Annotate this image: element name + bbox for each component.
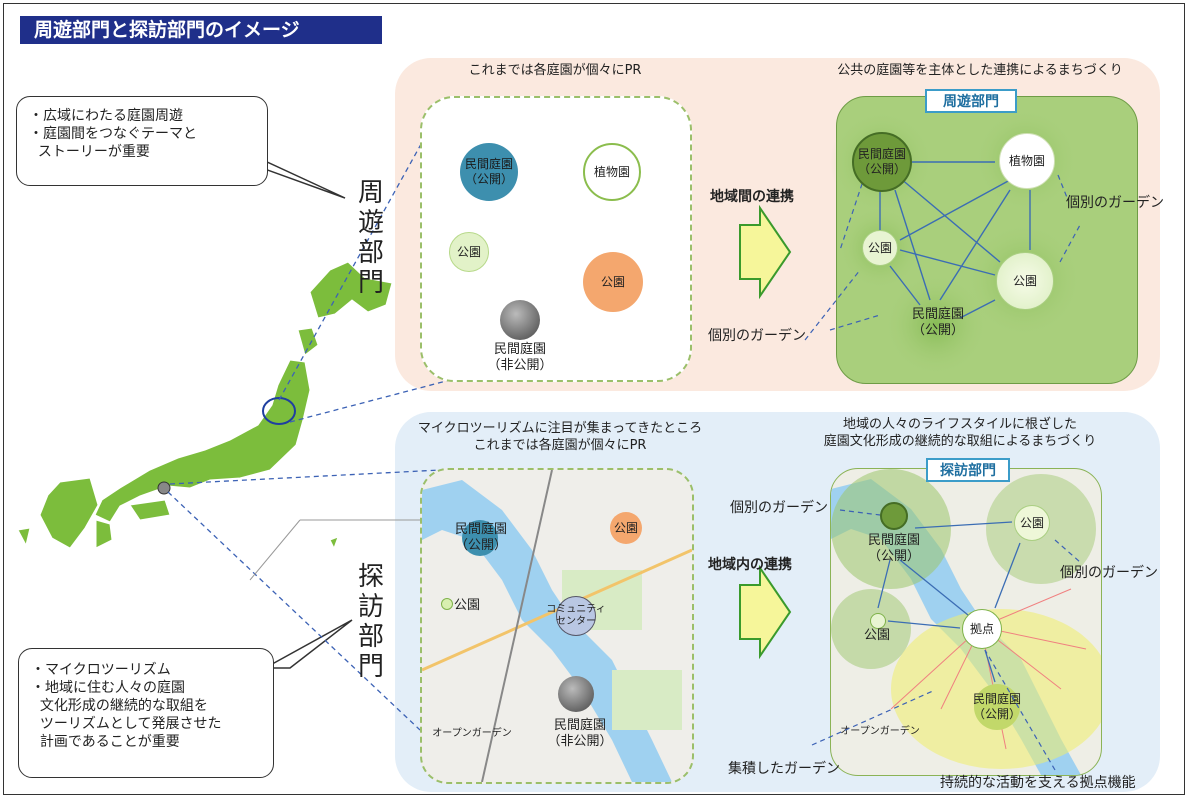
vchar: 遊 bbox=[357, 208, 384, 238]
bottom-left-caption: マイクロツーリズムに注目が集まってきたところ これまでは各庭園が個々にPR bbox=[417, 421, 703, 453]
bottom-right-caption: 地域の人々のライフスタイルに根ざした 庭園文化形成の継続的な取組によるまちづくり bbox=[823, 417, 1097, 449]
vertical-label-top: 周 遊 部 門 bbox=[356, 178, 386, 298]
top-node-park-small: 公園 bbox=[862, 230, 898, 266]
visit-division-badge: 探訪部門 bbox=[926, 458, 1010, 482]
outer-frame bbox=[3, 3, 1185, 795]
vchar: 周 bbox=[357, 178, 384, 208]
callout-bottom-line-5: 計画であることが重要 bbox=[31, 734, 180, 750]
private-garden-open-circle: 民間庭園 （公開） bbox=[460, 143, 518, 201]
callout-top: ・広域にわたる庭園周遊 ・庭園間をつなぐテーマと ストーリーが重要 bbox=[16, 96, 268, 186]
top-right-caption: 公共の庭園等を主体とした連携によるまちづくり bbox=[837, 63, 1123, 78]
excursion-division-badge: 周遊部門 bbox=[925, 89, 1017, 113]
bottom-individual-garden-top-left: 個別のガーデン bbox=[730, 500, 828, 516]
top-left-caption: これまでは各庭園が個々にPR bbox=[468, 63, 642, 78]
inter-region-link-label: 地域間の連携 bbox=[710, 189, 794, 205]
callout-bottom-line-4: ツーリズムとして発展させた bbox=[31, 716, 222, 732]
bottom-node-park-left-label: 公園 bbox=[863, 628, 890, 643]
callout-bottom-line-2: ・地域に住む人々の庭園 bbox=[31, 680, 185, 696]
base-function-label: 持続的な活動を支える拠点機能 bbox=[940, 775, 1136, 791]
private-garden-closed-circle bbox=[500, 300, 540, 340]
map-private-garden-closed-label: 民間庭園 （非公開） bbox=[547, 718, 613, 749]
intra-region-link-label: 地域内の連携 bbox=[708, 557, 792, 573]
bottom-node-park-left bbox=[870, 613, 886, 629]
bottom-node-base: 拠点 bbox=[962, 609, 1002, 649]
map-open-garden-label: オープンガーデン bbox=[432, 728, 512, 739]
vchar: 訪 bbox=[357, 592, 384, 622]
private-garden-closed-label: 民間庭園 （非公開） bbox=[487, 342, 553, 373]
park-circle-orange: 公園 bbox=[583, 252, 643, 312]
callout-top-line-3: ストーリーが重要 bbox=[29, 144, 150, 160]
bottom-individual-garden-right: 個別のガーデン bbox=[1060, 565, 1158, 581]
japan-map bbox=[17, 261, 393, 550]
individual-garden-label-right: 個別のガーデン bbox=[1066, 195, 1164, 211]
vchar: 部 bbox=[357, 238, 384, 268]
bottom-node-private-garden-2: 民間庭園 （公開） bbox=[973, 684, 1021, 730]
individual-garden-label-left: 個別のガーデン bbox=[708, 328, 806, 344]
park-circle-small: 公園 bbox=[449, 232, 489, 272]
clustered-garden-label: 集積したガーデン bbox=[728, 761, 840, 777]
callout-top-line-2: ・庭園間をつなぐテーマと bbox=[29, 126, 197, 142]
top-node-private-garden-2: 民間庭園 （公開） bbox=[911, 307, 964, 338]
map-park-small bbox=[441, 598, 453, 610]
callout-bottom-line-1: ・マイクロツーリズム bbox=[31, 662, 171, 678]
callout-bottom: ・マイクロツーリズム ・地域に住む人々の庭園 文化形成の継続的な取組を ツーリズ… bbox=[18, 648, 274, 778]
map-park-orange: 公園 bbox=[610, 512, 642, 544]
bottom-open-garden-label: オープンガーデン bbox=[840, 726, 920, 737]
vchar: 門 bbox=[357, 652, 384, 682]
map-community-center: コミュニティ センター bbox=[546, 596, 606, 636]
vchar: 探 bbox=[357, 562, 384, 592]
vchar: 門 bbox=[357, 268, 384, 298]
page-title: 周遊部門と探訪部門のイメージ bbox=[20, 16, 382, 44]
vchar: 部 bbox=[357, 622, 384, 652]
callout-top-line-1: ・広域にわたる庭園周遊 bbox=[29, 108, 183, 124]
vertical-label-bottom: 探 訪 部 門 bbox=[356, 562, 386, 682]
map-private-garden-closed bbox=[558, 676, 594, 712]
bottom-node-park-top: 公園 bbox=[1014, 505, 1050, 541]
top-node-private-garden: 民間庭園 （公開） bbox=[852, 132, 912, 192]
map-private-garden-open bbox=[462, 520, 498, 556]
bottom-node-private-garden bbox=[880, 502, 908, 530]
top-node-botanical: 植物園 bbox=[999, 133, 1055, 189]
botanical-garden-circle: 植物園 bbox=[583, 143, 641, 201]
callout-bottom-line-3: 文化形成の継続的な取組を bbox=[31, 698, 208, 714]
map-private-garden-open-label: 民間庭園 （公開） bbox=[454, 522, 507, 553]
bottom-node-private-garden-label: 民間庭園 （公開） bbox=[867, 533, 920, 564]
top-node-park-large: 公園 bbox=[996, 252, 1054, 310]
map-park-small-label: 公園 bbox=[453, 598, 480, 613]
